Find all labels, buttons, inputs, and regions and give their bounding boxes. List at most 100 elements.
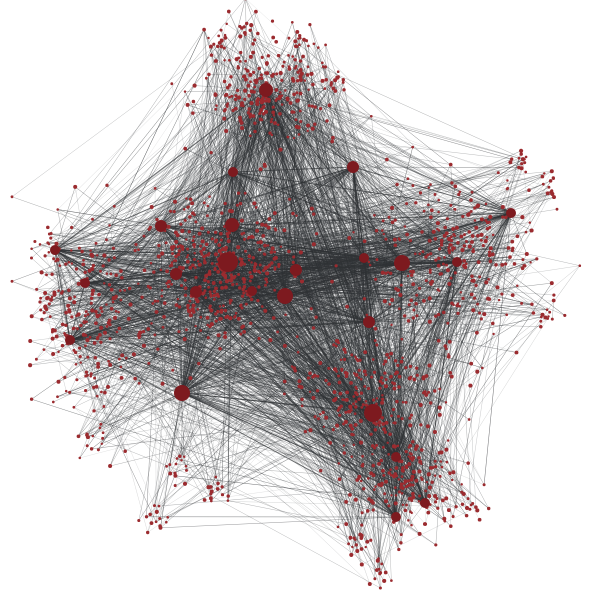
graph-edge	[280, 149, 397, 518]
graph-node	[309, 307, 313, 311]
graph-edge	[446, 248, 474, 349]
graph-node	[373, 428, 378, 432]
graph-node	[183, 218, 187, 222]
graph-edge	[261, 78, 354, 168]
graph-edge	[284, 257, 365, 297]
graph-node	[380, 400, 385, 405]
graph-edge	[57, 224, 233, 260]
graph-node	[269, 250, 274, 254]
graph-node	[194, 275, 198, 280]
graph-node	[238, 201, 243, 206]
graph-node	[107, 258, 111, 262]
graph-edge	[343, 89, 399, 446]
graph-node	[203, 260, 207, 265]
graph-edge	[69, 339, 145, 347]
graph-node	[64, 389, 68, 393]
graph-edge	[374, 212, 512, 490]
graph-node	[373, 446, 377, 450]
graph-node	[446, 508, 451, 513]
graph-node	[342, 444, 346, 447]
graph-edge	[181, 392, 426, 504]
graph-node	[362, 487, 366, 491]
graph-node	[213, 252, 218, 257]
graph-node	[436, 338, 441, 343]
graph-node	[451, 226, 456, 231]
graph-node	[340, 369, 344, 372]
graph-edge	[429, 241, 513, 474]
graph-node	[352, 231, 355, 234]
graph-node	[400, 337, 404, 341]
graph-edge	[108, 171, 234, 261]
graph-edge	[163, 171, 234, 318]
graph-edge	[460, 265, 525, 293]
graph-edge	[396, 372, 426, 504]
graph-node	[319, 107, 323, 111]
graph-node	[456, 241, 460, 245]
graph-node	[177, 330, 181, 334]
graph-node	[390, 220, 395, 225]
graph-node	[320, 78, 325, 83]
graph-edge	[184, 56, 252, 210]
graph-node	[535, 257, 539, 261]
graph-edge	[255, 261, 458, 265]
graph-node	[216, 270, 221, 274]
graph-node	[342, 357, 347, 362]
graph-node	[188, 299, 192, 303]
graph-node	[433, 459, 437, 463]
graph-edge	[300, 60, 374, 401]
graph-edge	[181, 392, 374, 414]
graph-node	[418, 252, 421, 256]
graph-node	[448, 370, 453, 375]
graph-edge	[143, 331, 397, 518]
graph-node	[446, 354, 451, 359]
graph-edge	[175, 261, 458, 275]
graph-node	[194, 220, 198, 224]
graph-edge	[54, 229, 276, 251]
graph-node	[372, 370, 377, 374]
graph-node	[367, 260, 371, 264]
graph-node	[296, 350, 300, 354]
graph-edge	[318, 47, 406, 227]
graph-node	[479, 317, 483, 321]
graph-node	[387, 356, 391, 360]
graph-edge	[80, 362, 397, 458]
graph-node	[185, 247, 190, 251]
graph-node	[389, 468, 392, 471]
graph-node	[381, 219, 385, 223]
graph-edge	[269, 132, 458, 263]
graph-node	[183, 286, 188, 291]
graph-node	[524, 230, 528, 234]
graph-node	[276, 330, 280, 334]
graph-node	[244, 67, 247, 71]
graph-node	[236, 95, 242, 100]
graph-edge	[227, 500, 347, 525]
graph-node	[192, 235, 196, 239]
graph-edge	[372, 294, 472, 414]
graph-edge	[69, 73, 277, 341]
graph-edge	[409, 288, 420, 306]
graph-edge	[234, 316, 426, 504]
graph-node	[300, 397, 304, 402]
graph-node	[382, 362, 386, 366]
graph-node	[384, 420, 389, 425]
graph-node	[214, 107, 217, 111]
graph-node	[394, 466, 399, 470]
graph-node	[488, 220, 491, 224]
graph-node	[448, 471, 451, 474]
graph-node	[204, 242, 209, 247]
graph-node	[201, 247, 206, 251]
graph-node	[248, 72, 253, 77]
graph-edge	[84, 29, 205, 284]
graph-node	[401, 356, 404, 360]
graph-node	[495, 285, 500, 290]
graph-node	[271, 72, 275, 76]
graph-edge	[160, 66, 297, 227]
graph-node	[354, 373, 359, 377]
graph-node	[427, 296, 432, 301]
graph-node	[469, 292, 474, 297]
graph-node	[244, 249, 247, 253]
graph-node	[484, 202, 488, 206]
graph-node	[348, 493, 352, 497]
graph-edge	[84, 282, 186, 296]
graph-node	[358, 358, 362, 362]
